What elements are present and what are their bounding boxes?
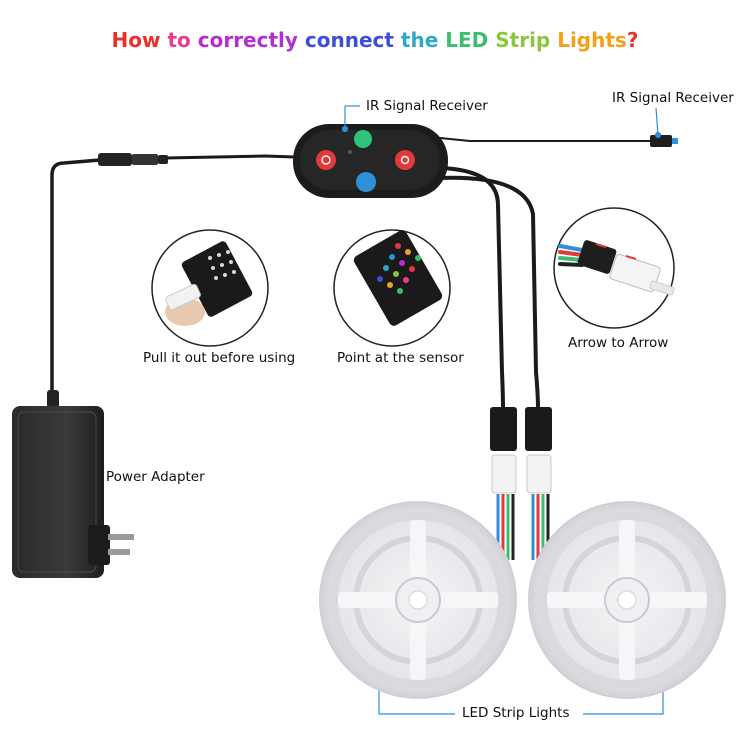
dc-cable	[163, 154, 297, 160]
title-segment: Lights	[557, 28, 627, 52]
label-ir-receiver-controller: IR Signal Receiver	[366, 98, 488, 114]
dc-connector	[98, 153, 168, 166]
label-power-adapter: Power Adapter	[106, 469, 205, 485]
cables	[50, 137, 653, 410]
title-segment: connect	[304, 28, 401, 52]
title-segment: Strip	[495, 28, 558, 52]
label-ir-receiver-end: IR Signal Receiver	[612, 90, 734, 106]
label-led-strip-lights: LED Strip Lights	[462, 705, 570, 721]
power-adapter	[12, 390, 134, 578]
title-segment: the	[400, 28, 446, 52]
output-cable-left	[438, 166, 505, 410]
output-cable-right	[438, 175, 540, 410]
power-cable	[50, 158, 102, 400]
title-segment: LED	[445, 28, 496, 52]
label-pull-out: Pull it out before using	[143, 350, 296, 366]
title-segment: ?	[626, 28, 639, 52]
ir-receiver-end	[650, 135, 678, 147]
title-segment: How	[111, 28, 168, 52]
inset-point-sensor	[333, 229, 451, 347]
title-segment: to	[167, 28, 198, 52]
inset-pull-out	[151, 229, 269, 347]
led-reel-left	[319, 501, 517, 699]
led-reel-right	[528, 501, 726, 699]
title-segment: correctly	[197, 28, 305, 52]
brightness-icon	[356, 172, 376, 192]
page-title: How to correctly connect the LED Strip L…	[0, 28, 750, 52]
ir-cable	[439, 137, 653, 142]
rgb-plugs	[490, 407, 552, 560]
label-point-sensor: Point at the sensor	[337, 350, 464, 366]
mode-icon	[354, 130, 372, 148]
controller	[293, 124, 448, 198]
speed-icon	[395, 150, 415, 170]
power-icon	[316, 150, 336, 170]
inset-arrow-to-arrow	[553, 207, 675, 329]
label-arrow-to-arrow: Arrow to Arrow	[568, 335, 669, 351]
